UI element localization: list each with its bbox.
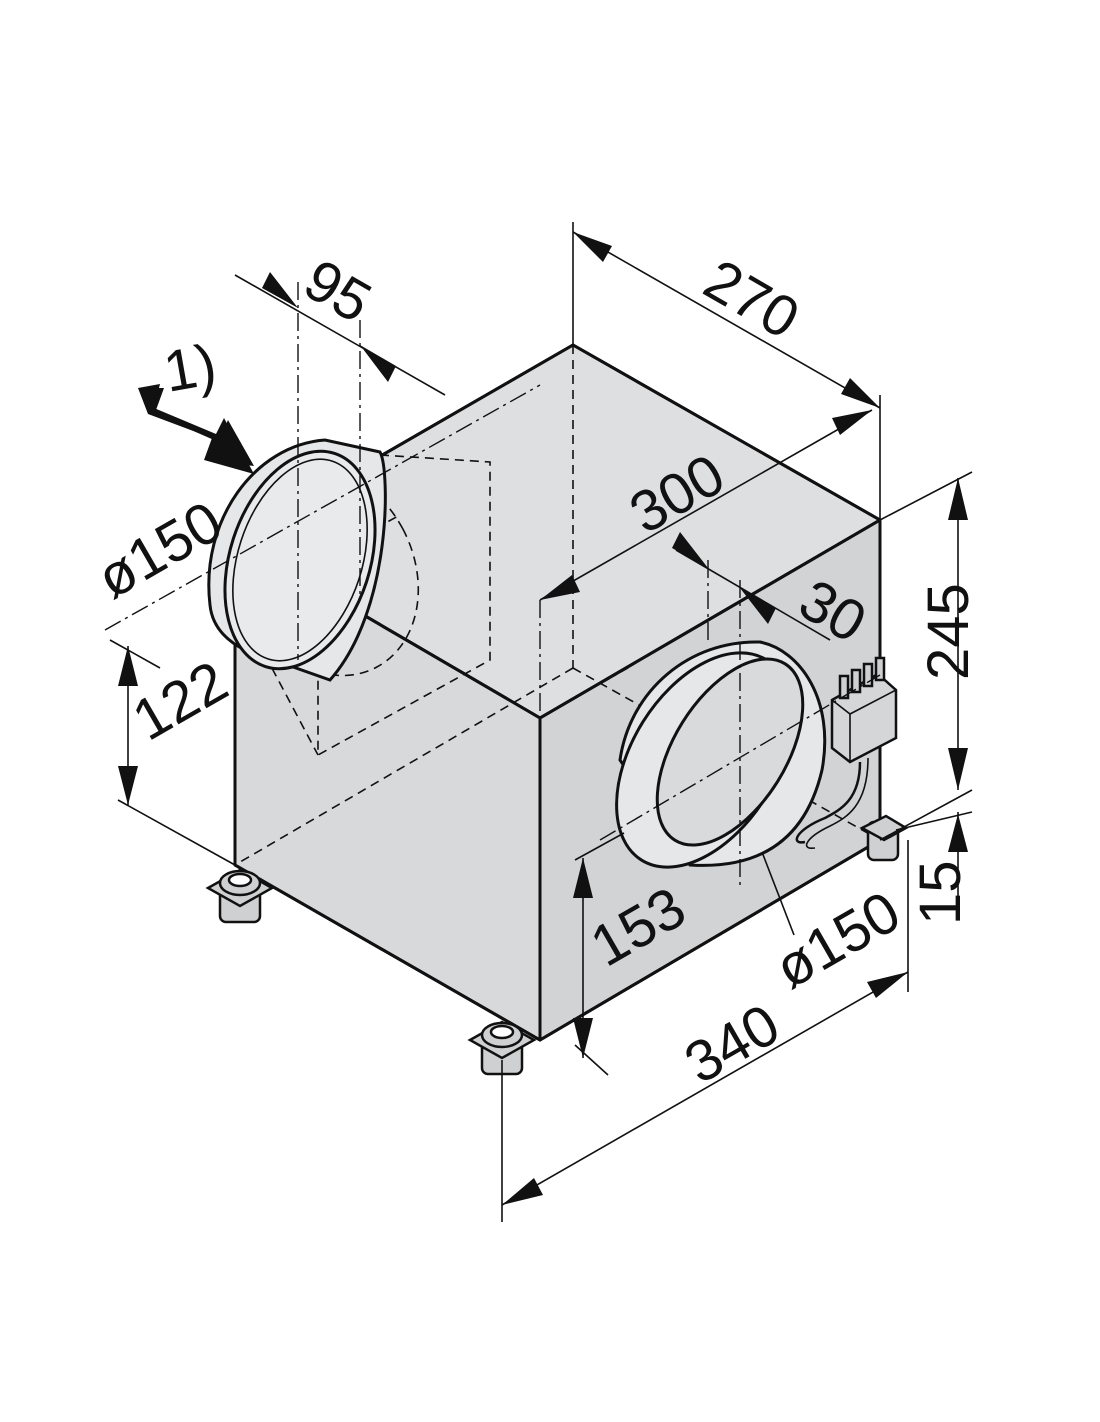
airflow-arrow: 1) (138, 332, 254, 474)
terminal-pin (874, 656, 886, 682)
side-inlet-pipe (207, 438, 387, 682)
height-label: 245 (916, 583, 981, 680)
side-outlet-offset-label: 95 (294, 247, 382, 336)
dimension-height: 245 (879, 471, 981, 841)
terminal-pin (862, 662, 874, 688)
feet-height-label: 15 (908, 860, 973, 925)
foot-front (467, 1020, 537, 1076)
dimension-side-outlet-offset: 95 (234, 247, 446, 396)
dimension-feet-height: 15 (895, 811, 973, 925)
length-label: 340 (674, 992, 790, 1097)
dimension-side-outlet-height: 122 (109, 639, 238, 866)
center-lines (104, 282, 881, 890)
terminal-block (795, 656, 898, 849)
airflow-note-label: 1) (159, 332, 221, 405)
depth-label: 270 (694, 247, 810, 352)
terminal-pin (850, 668, 862, 694)
front-outlet-pipe (615, 640, 827, 869)
terminal-pin (838, 674, 850, 700)
foot-left (205, 868, 275, 924)
side-outlet-height-label: 122 (122, 649, 238, 754)
